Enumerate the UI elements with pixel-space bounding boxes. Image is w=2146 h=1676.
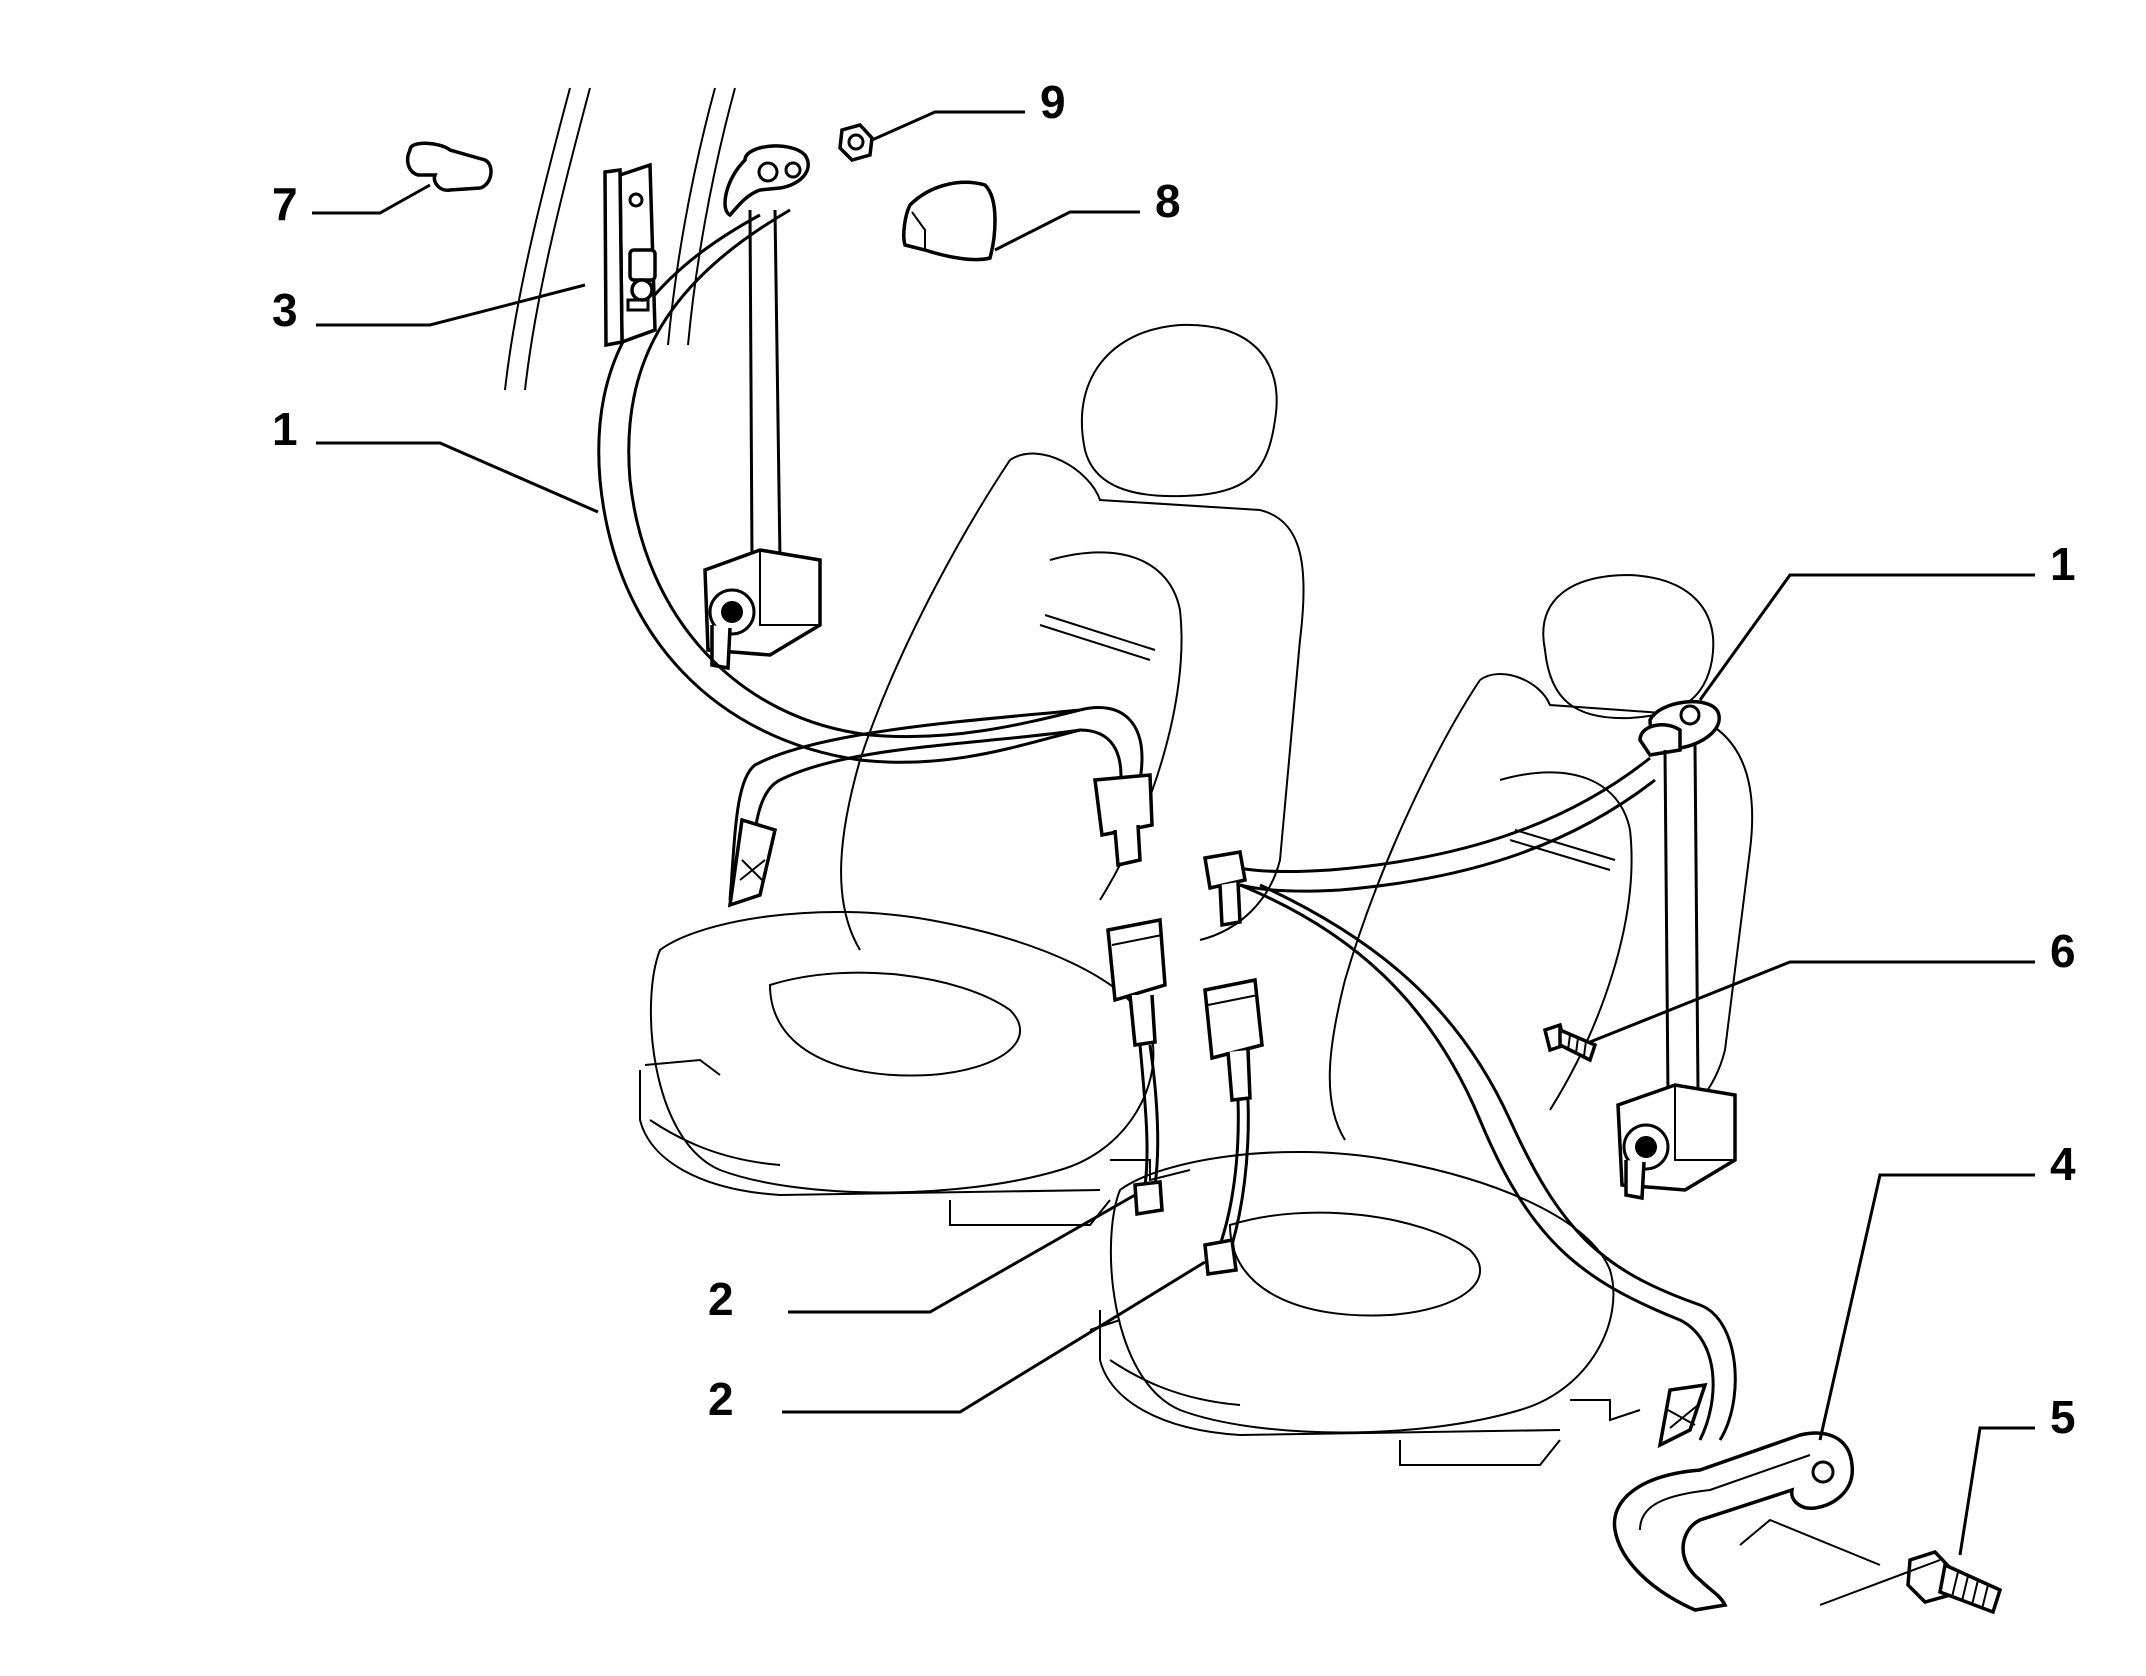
bolt-part-5 <box>1906 1549 2003 1615</box>
leader-lines <box>312 110 2035 1556</box>
callout-9: 9 <box>1040 76 1066 128</box>
callout-2-upper: 2 <box>708 1273 734 1325</box>
seat-belt-retractor-left <box>597 144 1154 908</box>
anchor-bar-part-4 <box>1612 1431 1854 1612</box>
callout-4: 4 <box>2050 1138 2076 1190</box>
height-adjuster-rail <box>603 162 657 348</box>
bolt-part-6 <box>1542 1022 1598 1063</box>
callout-1-left: 1 <box>272 403 298 455</box>
leader-1a <box>316 441 599 514</box>
callout-8: 8 <box>1155 175 1181 227</box>
leader-4 <box>1818 1173 2035 1441</box>
leader-2a <box>788 1193 1136 1314</box>
callout-3: 3 <box>272 284 298 336</box>
seat-belt-retractor-right <box>1202 699 1737 1449</box>
assembly-alignment-lines <box>1739 1518 1941 1606</box>
callout-labels: 7 3 1 9 8 1 6 4 5 2 2 <box>272 76 2076 1443</box>
leader-6 <box>1589 960 2035 1044</box>
leader-9 <box>871 110 1025 142</box>
callout-2-lower: 2 <box>708 1373 734 1425</box>
leader-8 <box>994 210 1140 252</box>
leader-5 <box>1958 1426 2035 1556</box>
callout-1-right: 1 <box>2050 538 2076 590</box>
leader-3 <box>316 283 586 327</box>
buckle-right <box>1203 977 1264 1276</box>
leader-1b <box>1698 573 2035 701</box>
callout-7: 7 <box>272 178 298 230</box>
front-seat-right <box>1089 573 1754 1466</box>
callout-5: 5 <box>2050 1391 2076 1443</box>
buckle-left <box>1106 917 1167 1217</box>
leader-7 <box>312 183 431 215</box>
front-seat-left <box>639 323 1305 1226</box>
trim-cover-part-8 <box>902 180 997 262</box>
nut-part-9 <box>838 123 874 162</box>
leader-2b <box>782 1260 1206 1414</box>
cover-cap-part-7 <box>405 141 493 192</box>
b-pillar-outline <box>504 87 736 391</box>
callout-6: 6 <box>2050 925 2076 977</box>
